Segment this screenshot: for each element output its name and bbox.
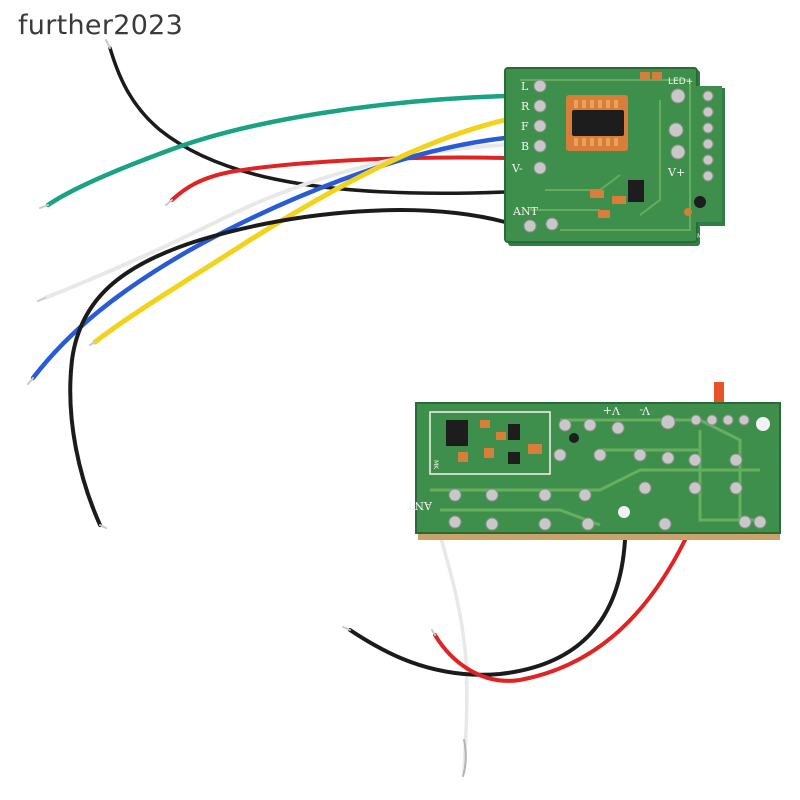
receiver-wires	[27, 39, 508, 529]
receiver-label-ant: ANT	[512, 205, 539, 218]
transmitter-white-wire	[438, 533, 469, 774]
transmitter-black-wire	[348, 538, 627, 677]
receiver-black-wire-top	[108, 46, 507, 196]
receiver-label-v-plus: V+	[667, 166, 685, 179]
receiver-black-wire-bottom	[68, 208, 507, 527]
transmitter-board: V+ V- ANT MK	[406, 382, 781, 540]
transmitter-label-ant: ANT	[406, 499, 433, 512]
receiver-label-mk: MK	[697, 233, 707, 240]
receiver-label-r: R	[521, 100, 530, 113]
receiver-label-v-minus: V-	[511, 162, 523, 175]
watermark-text: further2023	[18, 10, 184, 41]
transmitter-wires	[342, 533, 687, 777]
receiver-green-wire	[45, 93, 508, 208]
receiver-label-f: F	[521, 120, 529, 133]
receiver-board: L R F B V- ANT LED+ V+ MK	[504, 67, 725, 246]
receiver-label-l: L	[521, 80, 529, 93]
transmitter-red-wire	[433, 538, 687, 683]
receiver-label-led-plus: LED+	[668, 77, 693, 87]
receiver-label-b: B	[521, 140, 529, 153]
receiver-yellow-wire	[92, 117, 508, 345]
transmitter-label-v-plus: V+	[603, 404, 621, 417]
receiver-red-wire	[170, 155, 507, 202]
receiver-wire-tips	[27, 39, 173, 529]
switch-tab	[714, 382, 724, 406]
receiver-ic-chip	[566, 95, 628, 151]
transmitter-label-mk: MK	[432, 460, 439, 470]
transmitter-label-v-minus: V-	[639, 404, 651, 417]
